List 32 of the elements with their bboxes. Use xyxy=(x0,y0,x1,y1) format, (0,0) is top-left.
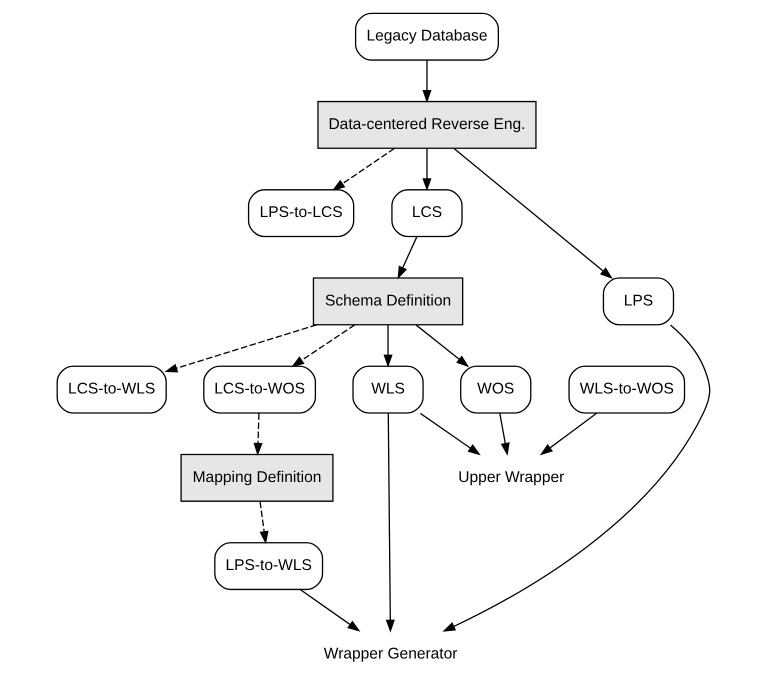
node-box: Mapping Definition xyxy=(180,454,334,502)
arrow xyxy=(442,324,710,632)
arrow xyxy=(454,148,613,280)
node-text: Wrapper Generator xyxy=(324,645,458,662)
arrow xyxy=(384,325,393,368)
node-box: LPS-to-LCS xyxy=(248,189,354,238)
node-box: LPS-to-WLS xyxy=(214,542,324,590)
node-box: Schema Definition xyxy=(312,277,464,326)
arrow xyxy=(422,60,432,103)
node-box: WLS-to-WOS xyxy=(568,366,686,414)
arrow xyxy=(416,324,470,368)
node-box: WOS xyxy=(460,366,532,414)
node-box: LPS xyxy=(602,277,674,326)
arrow xyxy=(422,148,432,192)
arrow xyxy=(164,324,317,372)
arrow xyxy=(332,148,395,191)
node-box: LCS-to-WLS xyxy=(56,366,167,414)
arrow xyxy=(291,324,355,368)
arrow xyxy=(420,412,481,456)
node-box: LCS xyxy=(391,189,463,238)
node-box: WLS xyxy=(352,366,424,414)
arrow xyxy=(540,412,597,456)
node-box: Legacy Database xyxy=(354,12,499,61)
node-box: LCS-to-WOS xyxy=(203,366,316,414)
arrow xyxy=(300,589,360,632)
arrow xyxy=(259,502,269,544)
arrow xyxy=(499,413,510,456)
node-text: Upper Wrapper xyxy=(458,468,564,486)
arrow xyxy=(253,413,263,456)
arrow xyxy=(398,236,418,280)
node-box: Data-centered Reverse Eng. xyxy=(317,100,537,149)
arrow xyxy=(386,413,395,633)
